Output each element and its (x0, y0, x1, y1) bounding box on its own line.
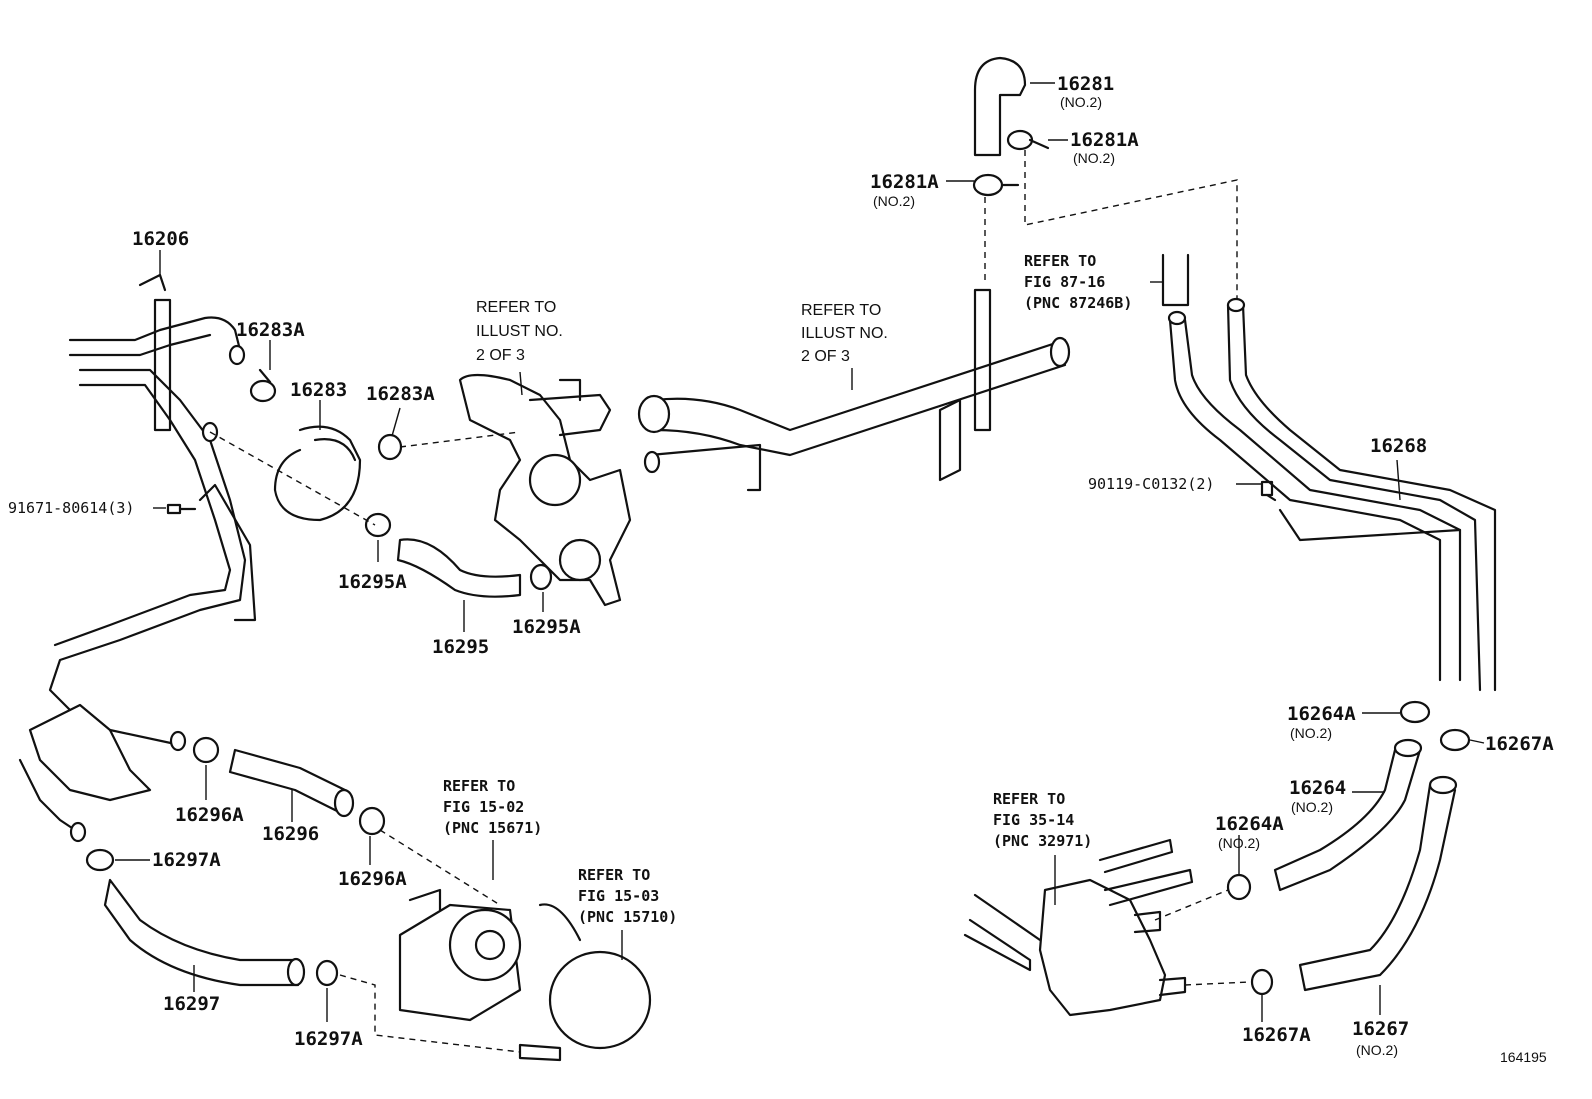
label-16281A-right-sub: (NO.2) (1073, 150, 1115, 166)
clamp-16297A-top[interactable] (85, 848, 115, 872)
label-16281: 16281 (1057, 73, 1114, 95)
clamp-16267A-right[interactable] (1439, 728, 1471, 752)
clamp-16296A-left[interactable] (192, 736, 220, 764)
label-16264A-top: 16264A (1287, 703, 1356, 725)
label-16264A-mid: 16264A (1215, 813, 1284, 835)
label-16267A-bottom: 16267A (1242, 1024, 1311, 1046)
svg-text:REFER TO: REFER TO (578, 866, 650, 884)
bolt-90119[interactable] (1260, 480, 1277, 502)
svg-text:REFER TO: REFER TO (476, 299, 556, 316)
svg-text:REFER TO: REFER TO (801, 302, 881, 319)
clamp-16281A-left[interactable] (972, 173, 1020, 197)
diagram-id: 164195 (1500, 1049, 1547, 1065)
label-16268: 16268 (1370, 435, 1427, 457)
clamp-16264A-mid[interactable] (1226, 873, 1252, 901)
label-16296A-right: 16296A (338, 868, 407, 890)
svg-text:REFER TO: REFER TO (443, 777, 515, 795)
ref-illust-2: REFER TO ILLUST NO. 2 OF 3 (801, 302, 888, 365)
label-16267: 16267 (1352, 1018, 1409, 1040)
throttle-body-assembly[interactable] (963, 838, 1194, 1017)
part-number-labels: 16206 16283A 16283 16283A 91671-80614(3)… (8, 73, 1554, 1065)
clamp-16296A-right[interactable] (358, 806, 386, 836)
clamp-16283A-top[interactable] (249, 368, 277, 403)
pipe-assembly-16268[interactable] (1161, 253, 1497, 692)
label-16206: 16206 (132, 228, 189, 250)
hose-16296[interactable] (228, 748, 355, 818)
label-16264: 16264 (1289, 777, 1346, 799)
label-91671: 91671-80614(3) (8, 499, 134, 517)
dashed-connection-lines (209, 150, 1251, 1053)
svg-text:(PNC 32971): (PNC 32971) (993, 832, 1092, 850)
pipe-assembly-16206[interactable] (18, 273, 257, 843)
ref-fig-87-16: REFER TO FIG 87-16 (PNC 87246B) (1024, 252, 1132, 312)
ref-illust-1: REFER TO ILLUST NO. 2 OF 3 (476, 299, 563, 364)
label-90119: 90119-C0132(2) (1088, 475, 1214, 493)
label-16297: 16297 (163, 993, 220, 1015)
clamp-16295A-left[interactable] (364, 512, 392, 538)
svg-text:FIG 15-03: FIG 15-03 (578, 887, 659, 905)
hose-16283[interactable] (273, 425, 362, 522)
label-16264-sub: (NO.2) (1291, 799, 1333, 815)
svg-text:FIG 15-02: FIG 15-02 (443, 798, 524, 816)
svg-text:ILLUST NO.: ILLUST NO. (801, 325, 888, 342)
oil-cooler[interactable] (518, 903, 652, 1062)
clamp-16283A-mid[interactable] (377, 433, 403, 461)
clamp-16281A-right[interactable] (1006, 129, 1050, 151)
label-16296A-left: 16296A (175, 804, 244, 826)
ref-fig-35-14: REFER TO FIG 35-14 (PNC 32971) (993, 790, 1092, 850)
label-16264A-top-sub: (NO.2) (1290, 725, 1332, 741)
label-16295A-right: 16295A (512, 616, 581, 638)
label-16264A-mid-sub: (NO.2) (1218, 835, 1260, 851)
svg-text:2 OF 3: 2 OF 3 (476, 347, 525, 364)
ref-fig-15-03: REFER TO FIG 15-03 (PNC 15710) (578, 866, 677, 926)
ref-fig-15-02: REFER TO FIG 15-02 (PNC 15671) (443, 777, 542, 837)
label-16281A-left: 16281A (870, 171, 939, 193)
svg-text:FIG 87-16: FIG 87-16 (1024, 273, 1105, 291)
svg-text:(PNC 87246B): (PNC 87246B) (1024, 294, 1132, 312)
hose-16297[interactable] (103, 878, 306, 987)
label-16283: 16283 (290, 379, 347, 401)
hose-16264[interactable] (1273, 738, 1423, 892)
label-16267A-right: 16267A (1485, 733, 1554, 755)
label-16297A-bottom: 16297A (294, 1028, 363, 1050)
hose-16267[interactable] (1298, 775, 1458, 992)
clamp-16264A-top[interactable] (1399, 700, 1431, 724)
svg-text:ILLUST NO.: ILLUST NO. (476, 323, 563, 340)
svg-text:REFER TO: REFER TO (993, 790, 1065, 808)
label-16281-sub: (NO.2) (1060, 94, 1102, 110)
label-16281A-right: 16281A (1070, 129, 1139, 151)
label-16283A-mid: 16283A (366, 383, 435, 405)
svg-text:(PNC 15671): (PNC 15671) (443, 819, 542, 837)
label-16283A-top: 16283A (236, 319, 305, 341)
label-16297A-top: 16297A (152, 849, 221, 871)
clamp-16267A-bottom[interactable] (1250, 968, 1274, 996)
svg-text:FIG 35-14: FIG 35-14 (993, 811, 1074, 829)
svg-text:REFER TO: REFER TO (1024, 252, 1096, 270)
label-16267-sub: (NO.2) (1356, 1042, 1398, 1058)
svg-text:(PNC 15710): (PNC 15710) (578, 908, 677, 926)
clamp-16297A-bottom[interactable] (315, 959, 339, 987)
label-16296: 16296 (262, 823, 319, 845)
oil-filter-bracket[interactable] (398, 888, 522, 1022)
water-inlet-housing[interactable] (458, 373, 632, 607)
bolt-91671[interactable] (166, 503, 197, 515)
leader-lines (115, 82, 1485, 1022)
hose-16295[interactable] (396, 538, 522, 598)
label-16295: 16295 (432, 636, 489, 658)
clamp-16295A-right[interactable] (529, 563, 553, 591)
label-16281A-left-sub: (NO.2) (873, 193, 915, 209)
water-pipe-upper[interactable] (637, 288, 1071, 492)
label-16295A-left: 16295A (338, 571, 407, 593)
svg-text:2 OF 3: 2 OF 3 (801, 348, 850, 365)
hose-16281[interactable] (973, 56, 1027, 157)
